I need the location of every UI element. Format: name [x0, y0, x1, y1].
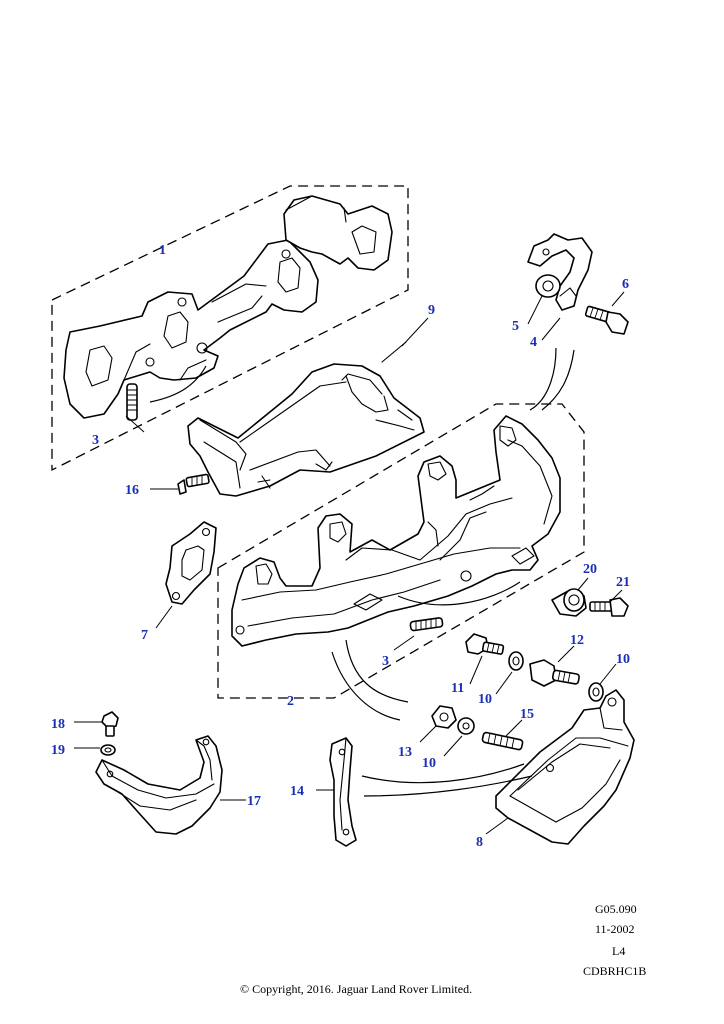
- spacer-12: [529, 659, 580, 687]
- group-1-outline: [51, 185, 409, 472]
- callout-16[interactable]: 16: [125, 483, 139, 498]
- callout-10c[interactable]: 10: [422, 756, 436, 771]
- callout-14[interactable]: 14: [290, 784, 304, 799]
- manifold-lower: [231, 415, 561, 647]
- washer-10b: [588, 682, 604, 702]
- washer-10c: [457, 717, 475, 735]
- callout-12[interactable]: 12: [570, 633, 584, 648]
- callout-18[interactable]: 18: [51, 717, 65, 732]
- stud-15: [481, 731, 524, 751]
- bolt-11: [465, 633, 505, 655]
- leader-lines: [74, 291, 625, 835]
- bolt-6: [584, 305, 629, 335]
- callout-21[interactable]: 21: [616, 575, 630, 590]
- bracket-4: [527, 233, 593, 311]
- illustration-level: L4: [612, 944, 626, 958]
- callout-15[interactable]: 15: [520, 707, 534, 722]
- callout-8[interactable]: 8: [476, 835, 483, 850]
- callout-10b[interactable]: 10: [616, 652, 630, 667]
- bolt-18: [101, 711, 119, 737]
- callout-6[interactable]: 6: [622, 277, 629, 292]
- washer-19: [100, 744, 116, 756]
- nut-13: [431, 705, 457, 729]
- callouts: 1 2 3 3 4 5 6 7 8 9 10 10 10 11 12 13 14…: [51, 243, 630, 850]
- callout-7[interactable]: 7: [141, 628, 148, 643]
- illustration-code: CDBRHC1B: [583, 964, 647, 978]
- heat-shield: [187, 341, 425, 497]
- callout-3-lower[interactable]: 3: [382, 654, 389, 669]
- illustration-ref: G05.090: [595, 902, 637, 916]
- callout-20[interactable]: 20: [583, 562, 597, 577]
- sleeve-20: [551, 588, 587, 617]
- bolt-21: [589, 597, 629, 617]
- stud-upper: [126, 383, 138, 421]
- callout-19[interactable]: 19: [51, 743, 65, 758]
- shield-17: [95, 735, 223, 835]
- stud-lower: [409, 617, 444, 632]
- callout-13[interactable]: 13: [398, 745, 412, 760]
- callout-10a[interactable]: 10: [478, 692, 492, 707]
- callout-3-upper[interactable]: 3: [92, 433, 99, 448]
- strap-14: [329, 737, 357, 847]
- callout-11[interactable]: 11: [451, 681, 464, 696]
- washer-10a: [508, 651, 524, 671]
- gasket-7: [165, 521, 217, 605]
- bolt-16: [177, 473, 210, 495]
- illustration-date: 11-2002: [595, 922, 635, 936]
- manifold-upper: [63, 195, 393, 419]
- group-2-outline: [217, 403, 585, 699]
- washer-5: [535, 274, 561, 298]
- callout-1[interactable]: 1: [159, 243, 166, 258]
- callout-9[interactable]: 9: [428, 303, 435, 318]
- callout-2[interactable]: 2: [287, 694, 294, 709]
- heat-shield-8: [495, 689, 635, 845]
- callout-5[interactable]: 5: [512, 319, 519, 334]
- callout-4[interactable]: 4: [530, 335, 537, 350]
- callout-17[interactable]: 17: [247, 794, 261, 809]
- copyright-notice: © Copyright, 2016. Jaguar Land Rover Lim…: [240, 982, 473, 996]
